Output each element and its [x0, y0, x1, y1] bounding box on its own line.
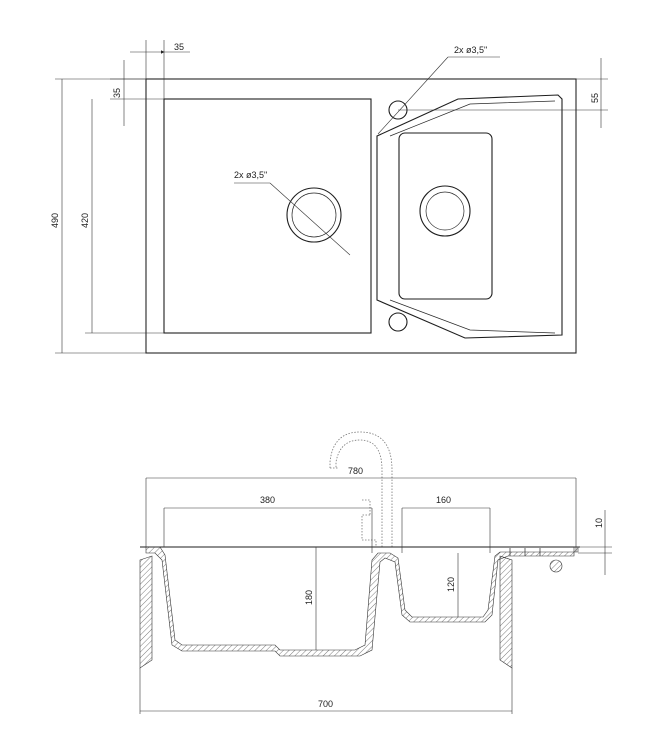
second-bowl-shape — [376, 94, 563, 339]
dim-drainer-offset: 55 — [590, 93, 600, 103]
left-wall — [139, 555, 153, 669]
dim-base-width: 700 — [318, 699, 333, 709]
dim-main-depth: 180 — [304, 590, 314, 605]
faucet-lever — [361, 499, 377, 547]
dim-bowl-height: 420 — [80, 213, 90, 228]
sink-outline-top — [145, 78, 577, 354]
dim-second-bowl-width: 160 — [436, 495, 451, 505]
second-drain-inner — [425, 191, 465, 231]
dim-flange-thickness: 10 — [594, 518, 604, 528]
label-tap-holes: 2x ø3,5" — [454, 45, 487, 55]
main-bowl-top — [163, 98, 372, 334]
side-view: 780 380 160 10 180 120 700 — [139, 431, 612, 714]
second-drain-outer — [419, 185, 471, 237]
second-bowl-top — [398, 132, 493, 300]
dim-outer-height: 490 — [50, 213, 60, 228]
second-bowl-ridge — [389, 100, 556, 137]
dim-total-width: 780 — [348, 466, 363, 476]
drainer-plug — [549, 559, 563, 573]
main-bowl-section — [145, 546, 579, 657]
sink-inner-rim — [145, 78, 577, 354]
dim-main-bowl-width: 380 — [260, 495, 275, 505]
main-drain-outer — [286, 187, 342, 243]
right-wall — [499, 555, 513, 669]
faucet-outline — [329, 431, 393, 547]
dim-second-depth: 120 — [446, 577, 456, 592]
dim-flange-top: 35 — [174, 42, 184, 52]
second-bowl-ridge-lower — [389, 299, 556, 334]
tap-hole-bottom — [388, 312, 408, 332]
dim-flange-side: 35 — [112, 88, 122, 98]
label-waste-holes: 2x ø3,5" — [234, 170, 267, 180]
main-drain-inner — [291, 192, 337, 238]
top-view: 35 35 490 420 55 2x ø3,5" 2x ø3,5" — [50, 40, 608, 354]
